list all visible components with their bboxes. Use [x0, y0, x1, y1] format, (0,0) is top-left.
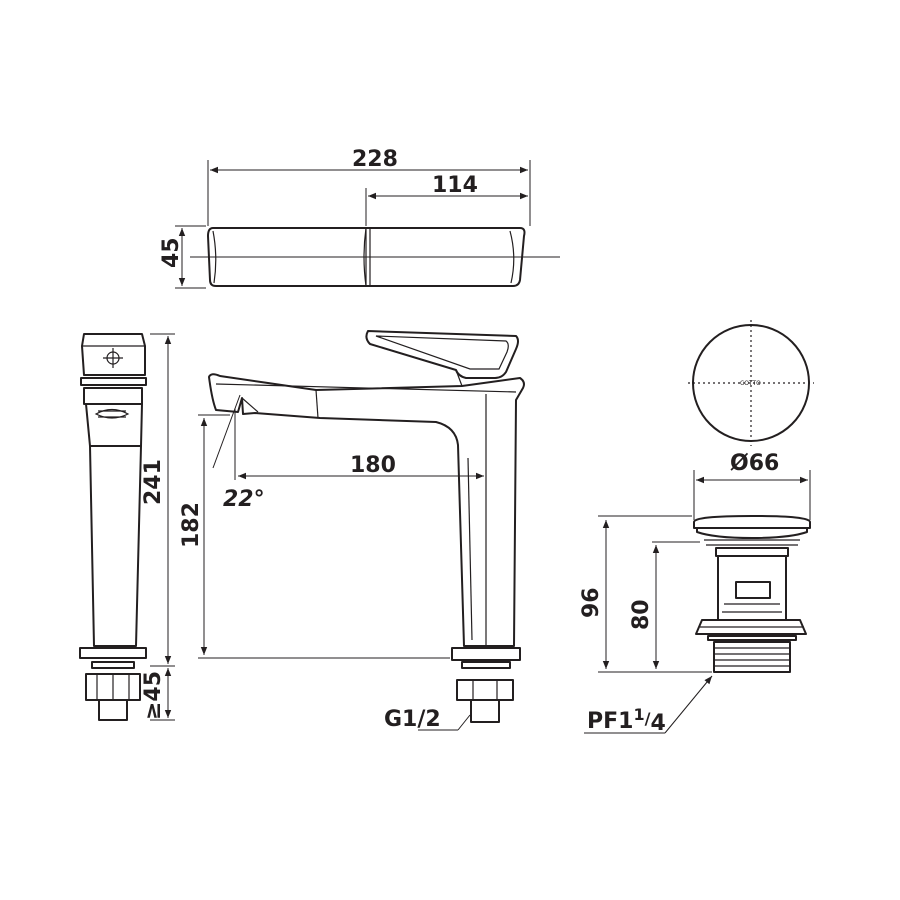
dim-drain-total: 96 — [579, 587, 604, 618]
dim-spout-reach: 180 — [350, 453, 396, 478]
dim-spout-height: 182 — [179, 502, 204, 548]
dim-side-height: 241 — [141, 459, 166, 505]
dim-top-length: 228 — [352, 147, 398, 172]
dim-drain-body: 80 — [629, 599, 654, 630]
drain-thread-main: PF1 — [587, 709, 633, 734]
drain-side-view: Ø66 96 80 PF11/4 — [579, 451, 811, 736]
dim-spout-angle: 22° — [223, 487, 265, 512]
dim-side-bottom: ≥45 — [141, 671, 166, 720]
dim-top-height: 45 — [159, 237, 184, 268]
dim-faucet-thread: G1/2 — [384, 707, 441, 732]
drain-thread-slash: / — [645, 709, 651, 728]
drain-cap-logo: COTTO — [740, 380, 761, 387]
dim-drain-diameter: Ø66 — [730, 451, 779, 476]
drain-top-view: COTTO — [688, 320, 814, 446]
side-view: 241 ≥45 — [79, 333, 175, 721]
top-view: 228 114 45 — [159, 147, 560, 289]
drain-thread-den: 4 — [650, 711, 665, 736]
front-view: 180 22° 182 G1/2 — [179, 330, 525, 732]
drain-thread-num: 1 — [633, 705, 644, 724]
dim-top-half: 114 — [432, 173, 478, 198]
dim-drain-thread: PF11/4 — [587, 705, 666, 736]
